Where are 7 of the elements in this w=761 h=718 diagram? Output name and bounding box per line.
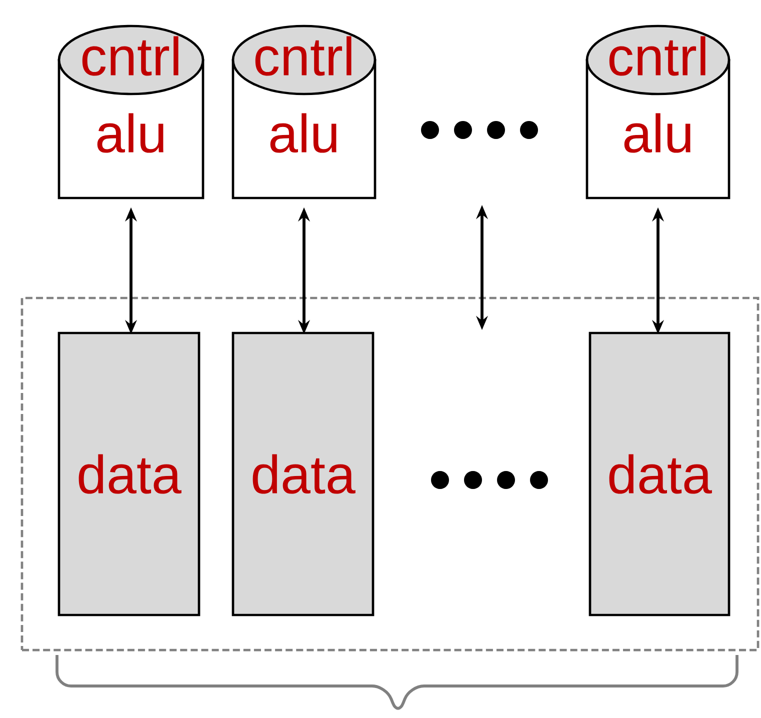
memory-box: data: [232, 332, 374, 616]
processor-cylinder: cntrl alu: [58, 24, 204, 200]
dashed-frame: [20, 296, 760, 652]
processor-cylinder: cntrl alu: [586, 24, 730, 200]
processor-cylinder: cntrl alu: [232, 24, 376, 200]
memory-box: data: [58, 332, 200, 616]
memory-box: data: [588, 332, 730, 616]
